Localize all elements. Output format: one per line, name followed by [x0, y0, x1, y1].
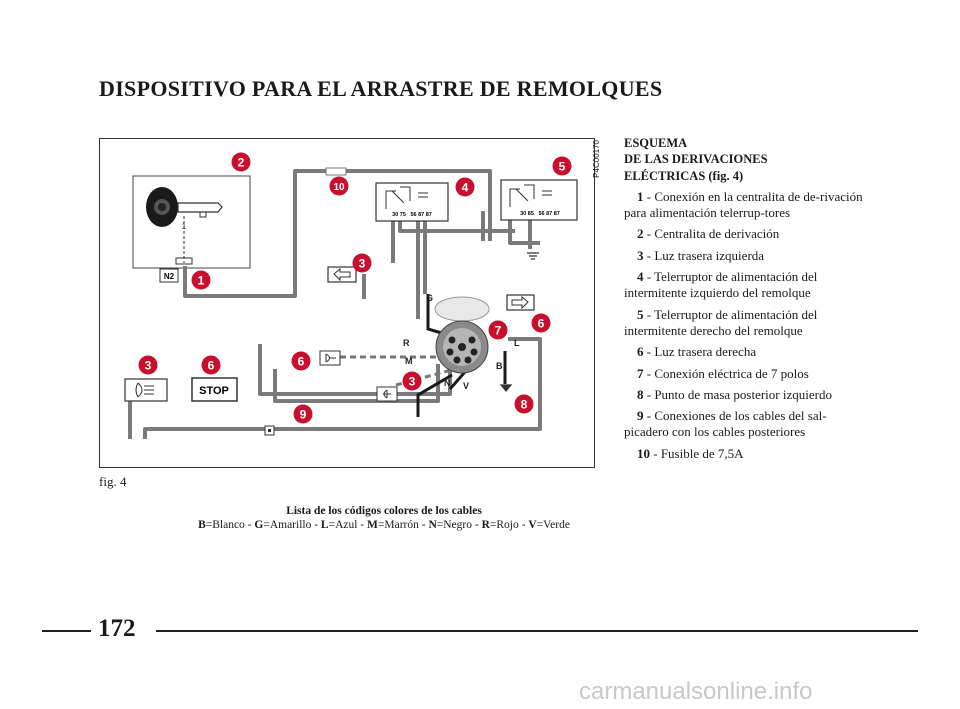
- badge-6b: 6: [201, 355, 221, 375]
- badge-9: 9: [293, 404, 313, 424]
- badge-2: 2: [231, 152, 251, 172]
- list-item: 8 - Punto de masa posterior izquierdo: [637, 386, 832, 402]
- wire-letter-b: B: [496, 361, 503, 371]
- relay-left: [375, 182, 449, 222]
- footer-rule-right: [156, 630, 918, 632]
- stop-label: STOP: [199, 385, 229, 397]
- svg-text:4: 4: [462, 181, 469, 195]
- relay-left-pins: 30 75 56 87 87: [392, 212, 432, 218]
- right-indicator-icon: [506, 294, 535, 311]
- svg-text:5: 5: [559, 160, 566, 174]
- legend-title: Lista de los códigos colores de los cabl…: [286, 505, 482, 517]
- fog-lamp-icon: [124, 378, 168, 402]
- heading-line-1: ESQUEMA: [624, 136, 688, 150]
- legend-text: =Blanco -: [205, 519, 255, 531]
- svg-text:3: 3: [359, 257, 366, 271]
- legend-codes: B=Blanco - G=Amarillo - L=Azul - M=Marró…: [99, 518, 669, 532]
- color-code-legend: Lista de los códigos colores de los cabl…: [99, 504, 669, 532]
- badge-7: 7: [488, 320, 508, 340]
- list-item: 2 - Centralita de derivación: [637, 226, 780, 242]
- page-title: DISPOSITIVO PARA EL ARRASTRE DE REMOLQUE…: [99, 76, 663, 101]
- list-item: 1 - Conexión en la centralita de de-riva…: [624, 188, 863, 221]
- badge-3c: 3: [402, 371, 422, 391]
- key-label: 1: [182, 222, 187, 231]
- list-item: 6 - Luz trasera derecha: [637, 344, 757, 360]
- side-lamp-icon: [319, 350, 341, 366]
- seven-pole-connector-icon: [434, 296, 490, 374]
- svg-text:10: 10: [333, 182, 345, 193]
- reverse-lamp-icon: [376, 386, 398, 402]
- svg-text:3: 3: [145, 359, 152, 373]
- list-item: 5 - Telerruptor de alimentación del inte…: [624, 306, 818, 338]
- legend-letter: M: [367, 519, 378, 531]
- page-number: 172: [98, 615, 136, 642]
- badge-6a: 6: [531, 313, 551, 333]
- svg-text:8: 8: [521, 398, 528, 412]
- legend-text: =Marrón -: [377, 519, 429, 531]
- relay-right: [500, 179, 578, 221]
- legend-letter: L: [320, 519, 329, 531]
- page-footer: 172: [0, 615, 960, 645]
- legend-letter: V: [528, 519, 537, 531]
- badge-3b: 3: [138, 355, 158, 375]
- stop-box: [191, 377, 238, 402]
- left-indicator-icon: [327, 266, 357, 283]
- wire-letter-m: M: [405, 356, 413, 366]
- list-item: 10 - Fusible de 7,5A: [637, 445, 744, 461]
- svg-text:6: 6: [298, 355, 305, 369]
- svg-text:7: 7: [495, 324, 502, 338]
- figure-label: fig. 4: [99, 474, 127, 489]
- legend-letter: G: [254, 519, 264, 531]
- wiring-diagram: 1 N2 30 75 56 87 87 30 85 56 87 87: [99, 138, 595, 468]
- key-icon: [146, 187, 223, 227]
- legend-letter: B: [198, 519, 206, 531]
- badge-6c: 6: [291, 351, 311, 371]
- legend-letter: N: [428, 519, 437, 531]
- list-item: 4 - Telerruptor de alimentación del inte…: [624, 269, 818, 301]
- wire-letter-l: L: [514, 338, 520, 348]
- legend-text: =Azul -: [328, 519, 368, 531]
- wire-letter-v: V: [463, 381, 469, 391]
- svg-text:2: 2: [238, 156, 245, 170]
- svg-text:1: 1: [198, 274, 205, 288]
- svg-text:6: 6: [208, 359, 215, 373]
- control-unit-box: [132, 175, 251, 269]
- heading-line-3: ELÉCTRICAS (fig. 4): [624, 168, 744, 183]
- svg-text:6: 6: [538, 317, 545, 331]
- legend-text: =Verde: [536, 519, 570, 531]
- connector-n2: N2: [164, 272, 175, 281]
- wire-letter-n: N: [444, 378, 451, 388]
- wire-letter-g: G: [426, 293, 433, 303]
- svg-text:9: 9: [300, 408, 307, 422]
- fuse-icon: [325, 167, 347, 176]
- legend-text: =Rojo -: [489, 519, 529, 531]
- relay-right-pins: 30 85 56 87 87: [520, 211, 560, 217]
- list-item: 3 - Luz trasera izquierda: [637, 247, 765, 263]
- badge-4: 4: [455, 177, 475, 197]
- list-item: 7 - Conexión eléctrica de 7 polos: [637, 365, 809, 381]
- badge-10: 10: [329, 176, 349, 196]
- wire-letter-r: R: [403, 338, 410, 348]
- svg-text:3: 3: [409, 375, 416, 389]
- badge-5: 5: [552, 156, 572, 176]
- section-heading: ESQUEMA DE LAS DERIVACIONES ELÉCTRICAS (…: [624, 135, 864, 184]
- description-column: ESQUEMA DE LAS DERIVACIONES ELÉCTRICAS (…: [624, 135, 864, 462]
- badge-3a: 3: [352, 253, 372, 273]
- badge-1: 1: [191, 270, 211, 290]
- figure-code: P4C00170: [592, 140, 601, 178]
- legend-text: =Negro -: [436, 519, 482, 531]
- watermark: carmanualsonline.info: [579, 678, 813, 705]
- legend-letter: R: [481, 519, 490, 531]
- footer-rule-left: [42, 630, 91, 632]
- badge-8: 8: [514, 394, 534, 414]
- legend-text: =Amarillo -: [263, 519, 321, 531]
- list-item: 9 - Conexiones de los cables del sal-pic…: [624, 408, 827, 440]
- heading-line-2: DE LAS DERIVACIONES: [624, 152, 768, 167]
